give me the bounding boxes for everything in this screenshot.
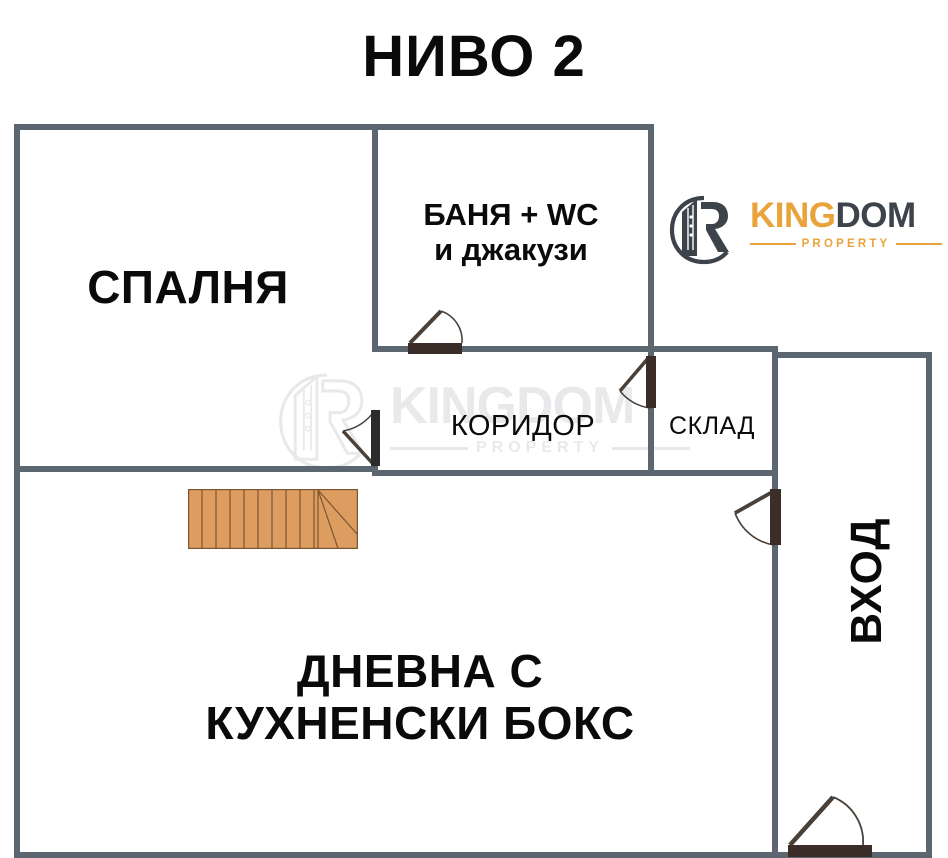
wall-exterior-right [926,352,932,858]
wall-entrance-top [772,352,932,358]
wall-corridor-bottom [372,470,654,476]
kingdom-property-logo: KINGDOM PROPERTY [666,188,942,270]
wall-living-right [772,352,778,858]
wall-exterior-top [14,124,654,130]
staircase [188,489,358,549]
door-swing-living [734,489,775,546]
wall-storage-bottom [648,470,778,476]
room-label-bathroom: БАНЯ + WC и джакузи [423,197,599,267]
door-bathroom-leaf [408,343,462,354]
logo-word-king: KING [750,196,836,235]
wall-exterior-left [14,124,20,858]
page-title: НИВО 2 [362,24,586,89]
room-label-living: ДНЕВНА С КУХНЕНСКИ БОКС [205,645,635,749]
door-swing-entrance [788,795,864,847]
room-label-entrance: ВХОД [842,517,891,645]
logo-word-dom: DOM [835,196,917,235]
wall-exterior-bottom [14,852,932,858]
door-entrance-leaf [788,845,872,857]
wall-bedroom-bottom [14,466,378,472]
logo-dash-left [750,243,796,245]
logo-subtitle: PROPERTY [801,238,891,250]
wall-bathroom-left [372,124,378,352]
wall-bathroom-right [648,124,654,354]
room-label-bedroom: СПАЛНЯ [87,261,289,313]
wall-corridor-top [372,346,778,352]
logo-dash-right [896,243,942,245]
door-storage-leaf [646,356,656,408]
room-label-corridor: КОРИДОР [450,410,596,442]
wall-storage-left [648,352,654,476]
room-label-storage: СКЛАД [669,412,755,440]
door-living-leaf [770,489,781,545]
kingdom-monogram-icon [669,195,729,265]
door-corridor-leaf [371,410,380,466]
watermark-dash-left [390,446,468,450]
door-swing-bathroom [408,309,463,345]
